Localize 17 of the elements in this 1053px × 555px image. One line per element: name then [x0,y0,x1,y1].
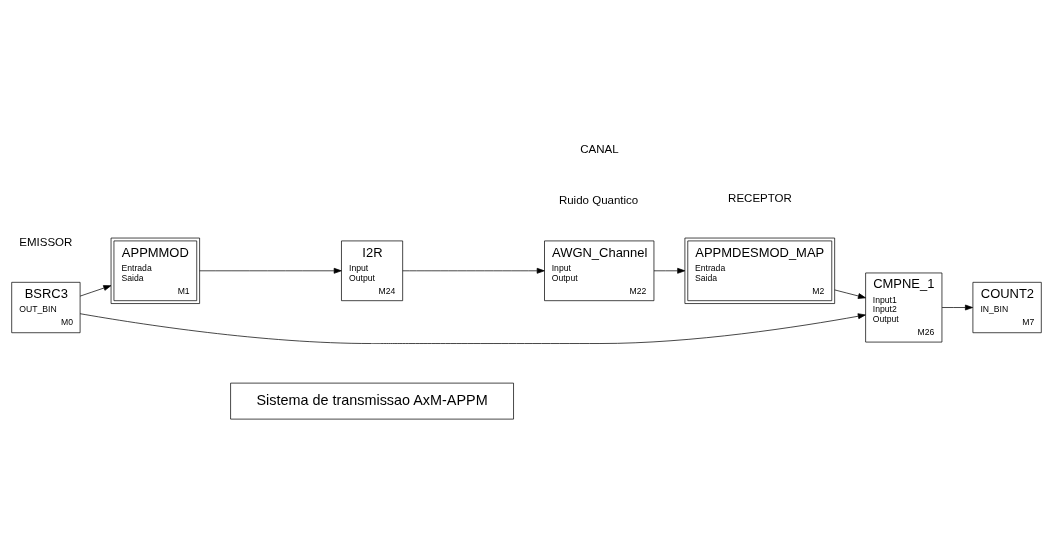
arrow [834,289,866,299]
arrow [79,312,866,344]
label: Ruido Quantico [558,193,639,206]
arrow [941,304,973,310]
node-box: AWGN_Channel Input Output M22 [544,240,655,301]
node-box: Sistema de transmissao AxM-APPM [230,382,514,419]
node-box: I2R Input Output M24 [341,240,404,301]
label: RECEPTOR [728,191,792,204]
arrow [402,267,545,274]
node-box: CMPNE_1 Input1 Input2 Output M26 [865,272,943,342]
arrow [653,267,686,274]
node-box: BSRC3 OUT_BIN M0 [11,281,81,333]
arrow [79,284,112,296]
label: EMISSOR [19,235,73,248]
arrow [199,267,342,274]
node-box: COUNT2 IN_BIN M7 [972,281,1042,333]
label: CANAL [580,142,619,155]
